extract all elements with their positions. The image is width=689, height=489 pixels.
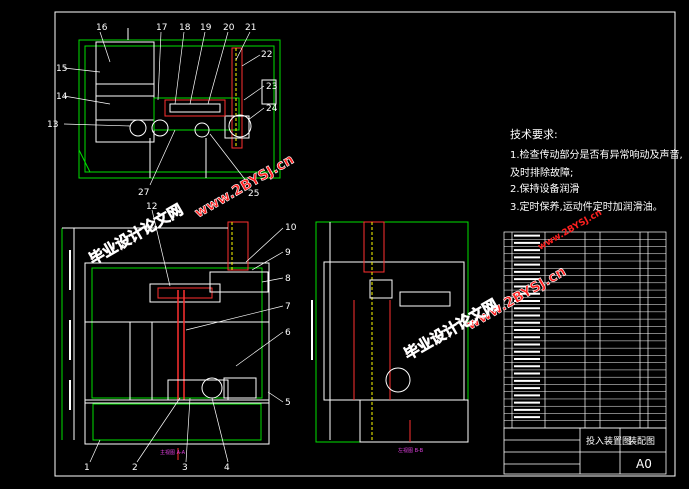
notes-line-2: 2.保持设备润滑 <box>510 182 580 195</box>
callout-3: 3 <box>182 463 188 473</box>
title-block-size: A0 <box>636 457 652 471</box>
callout-12: 12 <box>146 202 157 212</box>
title-block-name: 投入装置图 <box>586 435 631 447</box>
callout-21: 21 <box>245 23 256 33</box>
callout-4: 4 <box>224 463 230 473</box>
title-block <box>503 427 667 475</box>
callout-8: 8 <box>285 274 291 284</box>
callout-5: 5 <box>285 398 291 408</box>
top-view-leaders <box>63 31 265 187</box>
notes-line-1: 1.检查传动部分是否有异常响动及声音, <box>510 148 683 161</box>
sheet-border <box>54 11 676 477</box>
bom-rows <box>504 234 666 421</box>
callout-15: 15 <box>56 64 67 74</box>
front-view-leaders <box>89 209 284 463</box>
callout-14: 14 <box>56 92 68 102</box>
callout-24: 24 <box>266 104 278 114</box>
callout-1: 1 <box>84 463 90 473</box>
callout-20: 20 <box>223 23 235 33</box>
watermark-url-top: www.2BYSJ.cn <box>192 152 297 222</box>
watermark-cn-left: 毕业设计论文网 <box>86 200 186 268</box>
callout-18: 18 <box>179 23 191 33</box>
side-view-label: 左视图 B-B <box>398 447 424 454</box>
callout-13: 13 <box>47 120 58 130</box>
bom-table <box>503 231 667 429</box>
callout-22: 22 <box>261 50 272 60</box>
callout-16: 16 <box>96 23 108 33</box>
callout-27: 27 <box>138 188 149 198</box>
notes-line-3: 3.定时保养,运动件定时加润滑油。 <box>510 200 663 213</box>
callout-6: 6 <box>285 328 291 338</box>
title-block-type: 装配图 <box>628 435 655 447</box>
front-view-label: 主视图 A-A <box>160 449 186 456</box>
callout-23: 23 <box>266 82 277 92</box>
front-view <box>61 221 270 460</box>
side-view <box>311 221 469 443</box>
callout-19: 19 <box>200 23 212 33</box>
callout-10: 10 <box>285 223 297 233</box>
watermark-url-table: www.2BYSJ.cn <box>537 208 604 253</box>
callout-17: 17 <box>156 23 167 33</box>
notes-line-1b: 及时排除故障; <box>510 166 573 179</box>
callout-9: 9 <box>285 248 291 258</box>
top-view <box>78 28 281 179</box>
callout-25: 25 <box>248 189 259 199</box>
callout-2: 2 <box>132 463 138 473</box>
callout-7: 7 <box>285 302 291 312</box>
notes-title: 技术要求: <box>510 128 558 141</box>
